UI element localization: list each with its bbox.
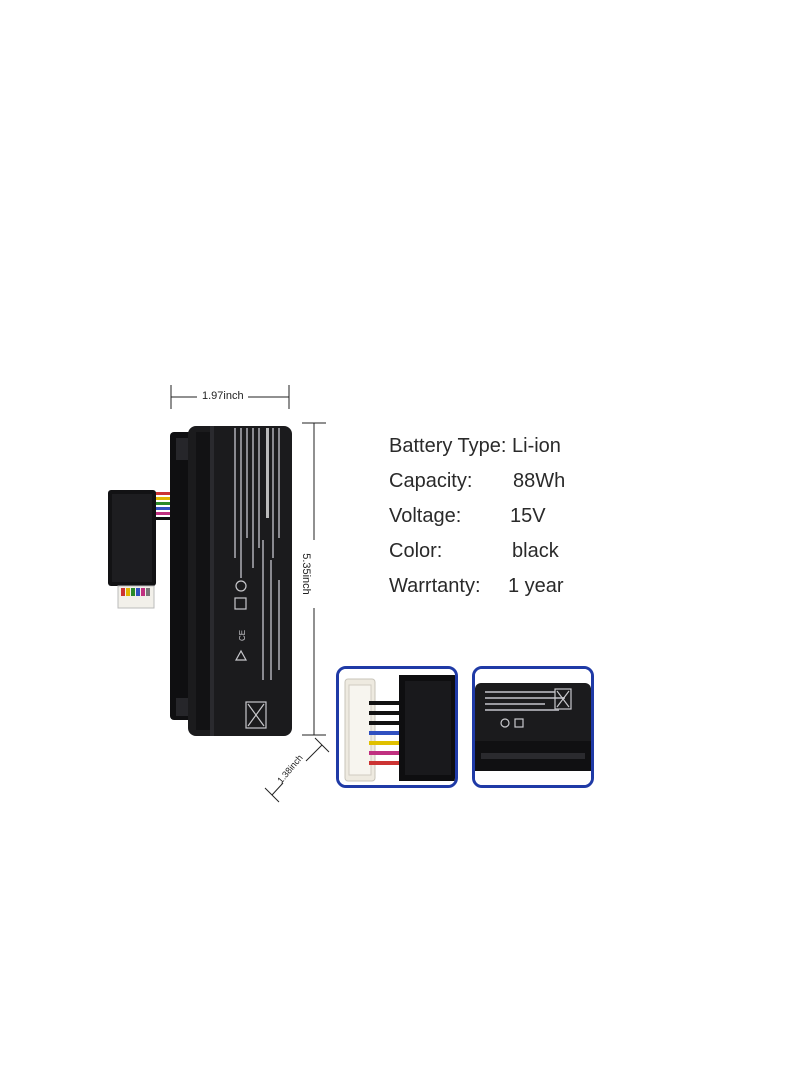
spec-label: Warrtanty:	[389, 575, 481, 597]
width-dimension-label: 1.97inch	[202, 390, 244, 402]
spec-value: Li-ion	[512, 435, 561, 457]
connector-closeup-thumbnail[interactable]	[336, 666, 458, 788]
depth-dimension-line	[264, 737, 330, 803]
spec-label: Battery Type:	[389, 435, 507, 457]
spec-value: black	[512, 540, 559, 562]
certification-marks: CE	[234, 580, 267, 729]
spec-label: Voltage:	[389, 505, 462, 527]
spec-value: 1 year	[508, 575, 564, 597]
cable-sleeve	[108, 490, 156, 586]
width-dimension-line	[170, 385, 290, 409]
battery-label-closeup-thumbnail[interactable]	[472, 666, 594, 788]
svg-text:CE: CE	[238, 630, 247, 641]
spec-label: Capacity:	[389, 470, 473, 492]
battery-label-print	[234, 428, 280, 680]
connector-closeup-photo	[339, 669, 455, 785]
battery-label-closeup-photo	[475, 669, 591, 785]
spec-label: Color:	[389, 540, 443, 562]
spec-value: 88Wh	[513, 470, 566, 492]
height-dimension-label: 5.35inch	[300, 553, 312, 595]
battery-cable	[152, 492, 182, 520]
spec-value: 15V	[510, 505, 546, 527]
height-dimension-line	[302, 422, 326, 736]
connector-plug	[117, 585, 155, 609]
